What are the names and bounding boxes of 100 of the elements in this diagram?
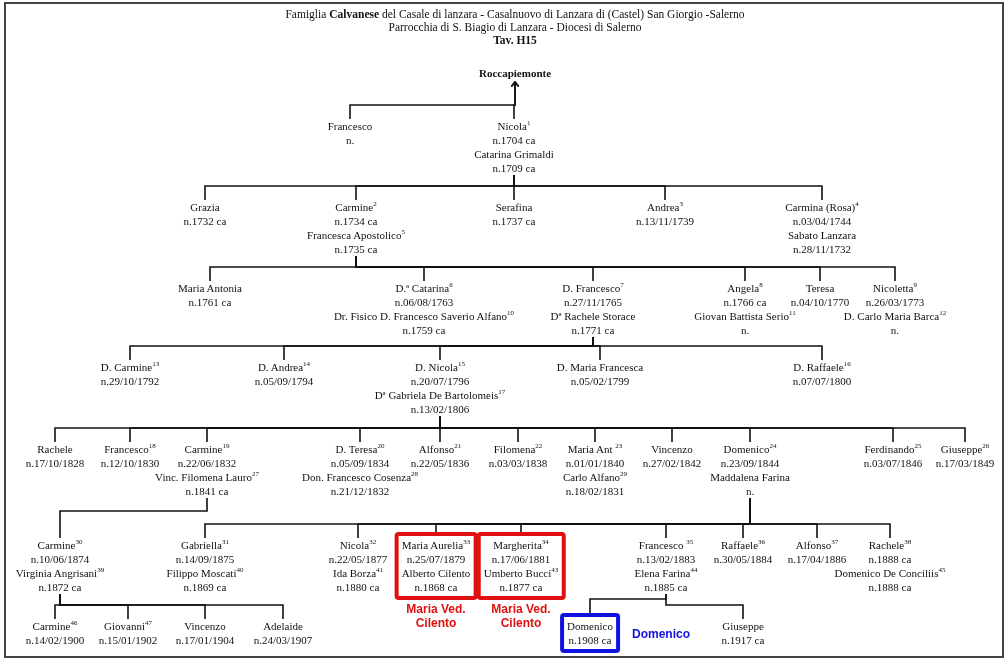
birth-date: n.1869 ca [182, 580, 228, 594]
birth-date: n. [344, 133, 356, 147]
person-name: Carmine$^{19}$ [183, 442, 231, 456]
birth-date: n.03/04/1744 [791, 214, 853, 228]
birth-date: n.10/06/1874 [29, 552, 91, 566]
birth-date: n.1732 ca [183, 214, 227, 228]
person-name: Francesca Apostolico$^{5}$ [307, 228, 405, 242]
person-name: D. Raffaele$^{16}$ [792, 360, 852, 374]
person-name: Teresa [804, 281, 836, 295]
person-name: Andrea$^{3}$ [646, 200, 684, 214]
birth-date: n.05/02/1799 [569, 374, 631, 388]
birth-date: n.1868 ca [413, 580, 459, 594]
person-name: Giovan Battista Serio$^{11}$ [694, 309, 796, 323]
person-name: Vincenzo [650, 442, 694, 456]
person-name: Maria Ant $^{23}$ [566, 442, 624, 456]
birth-date: n.05/09/1794 [254, 374, 314, 388]
person-name: Rachele [36, 442, 74, 456]
annotation-label: Maria Ved. Cilento [405, 602, 467, 630]
birth-date: n.15/01/1902 [98, 633, 158, 647]
highlight-frame [560, 613, 620, 653]
person-name: Vinc. Filomena Lauro$^{27}$ [155, 470, 259, 484]
person-name: Alfonso$^{21}$ [417, 442, 463, 456]
person-name: Sabato Lanzara [786, 228, 858, 242]
person-name: Nicoletta$^{9}$ [872, 281, 918, 295]
person-name: Grazia [189, 200, 221, 214]
birth-date: n.23/09/1844 [719, 456, 781, 470]
person-name: D. Francesco$^{7}$ [561, 281, 625, 295]
birth-date: n. [889, 323, 901, 337]
person-name: Carmine$^{46}$ [31, 619, 79, 633]
birth-date: n.1888 ca [867, 580, 913, 594]
connector-line [749, 497, 891, 539]
birth-date: n.17/03/1849 [935, 456, 995, 470]
annotation-label: Maria Ved. Cilento [490, 602, 552, 630]
birth-date: n.24/03/1907 [253, 633, 313, 647]
person-name: Maddalena Farina [710, 470, 790, 484]
birth-date: n.22/05/1836 [410, 456, 470, 470]
person-name: Domenico De Conciliis$^{45}$ [834, 566, 946, 580]
person-name: Francesco [327, 119, 373, 133]
person-name: Raffaele$^{36}$ [719, 538, 767, 552]
person-name: Dª Rachele Storace [550, 309, 636, 323]
birth-date: n.12/10/1830 [100, 456, 160, 470]
birth-date: n.1885 ca [643, 580, 689, 594]
birth-date: n.28/11/1732 [792, 242, 852, 256]
person-name: Vincenzo [183, 619, 227, 633]
person-name: Domenico [567, 619, 613, 633]
birth-date: n.1759 ca [401, 323, 447, 337]
birth-date: n.03/07/1846 [863, 456, 923, 470]
birth-date: n.1771 ca [570, 323, 616, 337]
highlight-frame [476, 532, 566, 600]
highlight-frame [394, 532, 478, 600]
birth-date: n.1709 ca [491, 161, 537, 175]
person-name: Alfonso$^{37}$ [794, 538, 840, 552]
person-name: Angela$^{8}$ [726, 281, 764, 295]
birth-date: n.1761 ca [187, 295, 233, 309]
connector-line [59, 593, 284, 620]
person-name: D. Nicola$^{15}$ [414, 360, 466, 374]
birth-date: n.17/06/1881 [490, 552, 552, 566]
birth-date: n.22/05/1877 [328, 552, 388, 566]
connector-line [513, 174, 823, 201]
person-name: Maria Aurelia$^{33}$ [401, 538, 471, 552]
person-name: Carmine$^{2}$ [334, 200, 378, 214]
annotation-label: Domenico [632, 627, 690, 641]
person-name: D. Andrea$^{14}$ [256, 360, 312, 374]
birth-date: n.1880 ca [335, 580, 381, 594]
person-name: Catarina Grimaldi [474, 147, 554, 161]
birth-date: n.17/04/1886 [787, 552, 847, 566]
birth-date: n.1841 ca [184, 484, 230, 498]
person-name: Alberto Cilento [401, 566, 471, 580]
person-name: Umberto Bucci$^{43}$ [483, 566, 559, 580]
birth-date: n.27/02/1842 [642, 456, 702, 470]
birth-date: n.13/02/1806 [409, 402, 471, 416]
person-name: Giuseppe$^{26}$ [939, 442, 991, 456]
birth-date: n.1704 ca [491, 133, 537, 147]
birth-date: n.20/07/1796 [409, 374, 471, 388]
connector-line [592, 336, 823, 361]
person-name: Don. Francesco Cosenza$^{28}$ [301, 470, 419, 484]
birth-date: n. [739, 323, 751, 337]
diagram-title: Famiglia Calvanese del Casale di lanzara - Casalnuovo di Lanzara di (Castel) San Giorgio -Salerno [285, 8, 745, 21]
person-name: Filomena$^{22}$ [492, 442, 544, 456]
birth-date: n.06/08/1763 [393, 295, 455, 309]
birth-date: n.14/02/1900 [25, 633, 85, 647]
birth-date: n.1917 ca [721, 633, 765, 647]
connector-line [665, 593, 744, 620]
birth-date: n.01/01/1840 [564, 456, 626, 470]
birth-date: n.1735 ca [333, 242, 379, 256]
person-name: Maria Antonia [178, 281, 242, 295]
person-name: Filippo Moscati$^{40}$ [166, 566, 244, 580]
person-name: Serafina [494, 200, 534, 214]
person-name: D. Maria Francesca [556, 360, 644, 374]
person-name: Ida Borza$^{41}$ [331, 566, 385, 580]
person-name: Elena Farina$^{44}$ [634, 566, 698, 580]
birth-date: n.1877 ca [498, 580, 544, 594]
birth-date: n.18/02/1831 [564, 484, 626, 498]
person-name: Carmine$^{30}$ [36, 538, 84, 552]
person-name: Gabriella$^{31}$ [180, 538, 230, 552]
birth-date: n.1908 ca [567, 633, 613, 647]
person-name: Margherita$^{34}$ [492, 538, 550, 552]
person-name: Nicola$^{1}$ [496, 119, 532, 133]
birth-date: n.1737 ca [492, 214, 536, 228]
table-number: Tav. H15 [493, 34, 537, 47]
